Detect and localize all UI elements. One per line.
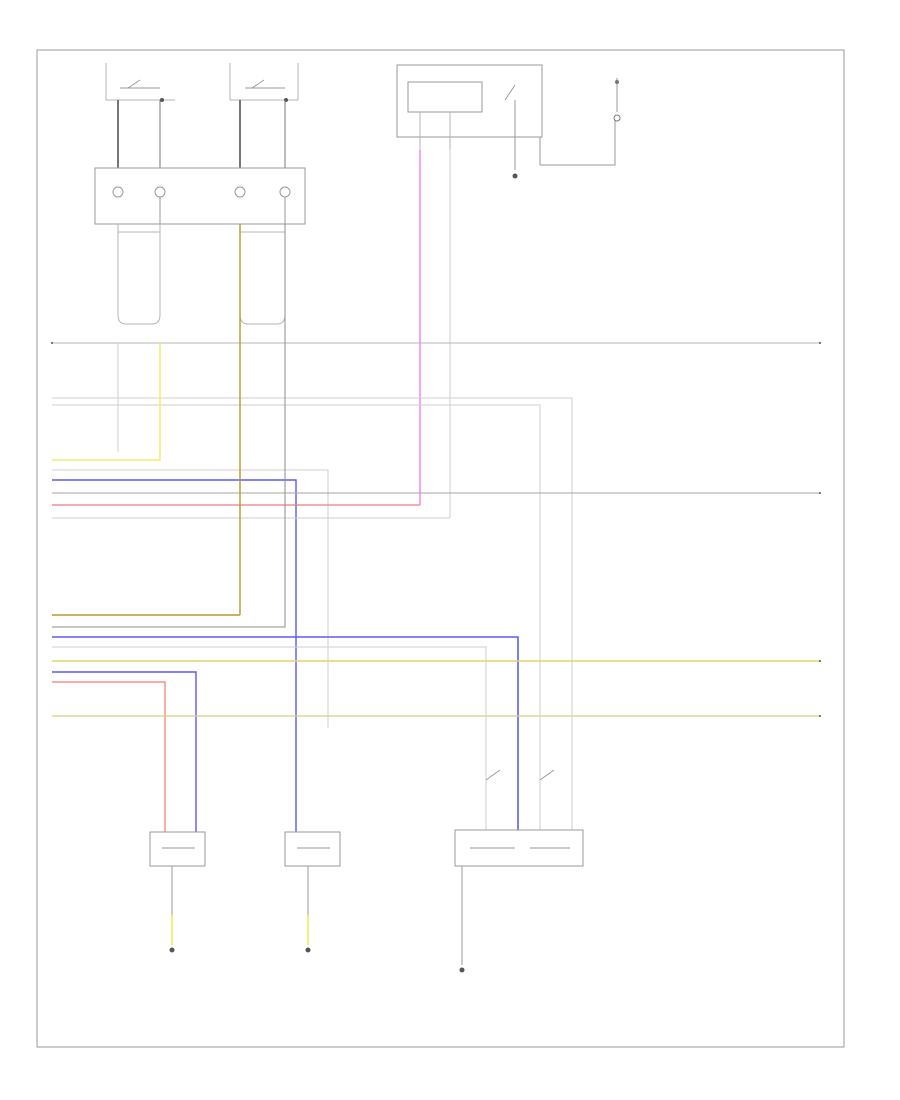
ground-center-icon [305,947,311,953]
connector-pin [234,186,246,198]
relay-box [396,64,621,179]
heater-element-right [454,829,584,973]
seat-switch-left [105,61,209,168]
bus-group-1 [52,343,820,832]
diagram-frame [36,49,845,1048]
heater-element-center [284,831,341,953]
bus-terminals [51,342,821,717]
module-output-wires [117,224,286,325]
seat-switch-right [229,63,299,168]
bus-group-2 [52,636,820,832]
ground-left-icon [169,947,175,953]
connector-pin [112,186,124,198]
wire-gray [52,224,286,628]
heated-seat-module [94,167,306,225]
heater-element-left [149,831,206,953]
ground-icon [512,173,518,179]
heater-relay-switches [485,769,573,830]
ground-right-icon [459,967,465,973]
